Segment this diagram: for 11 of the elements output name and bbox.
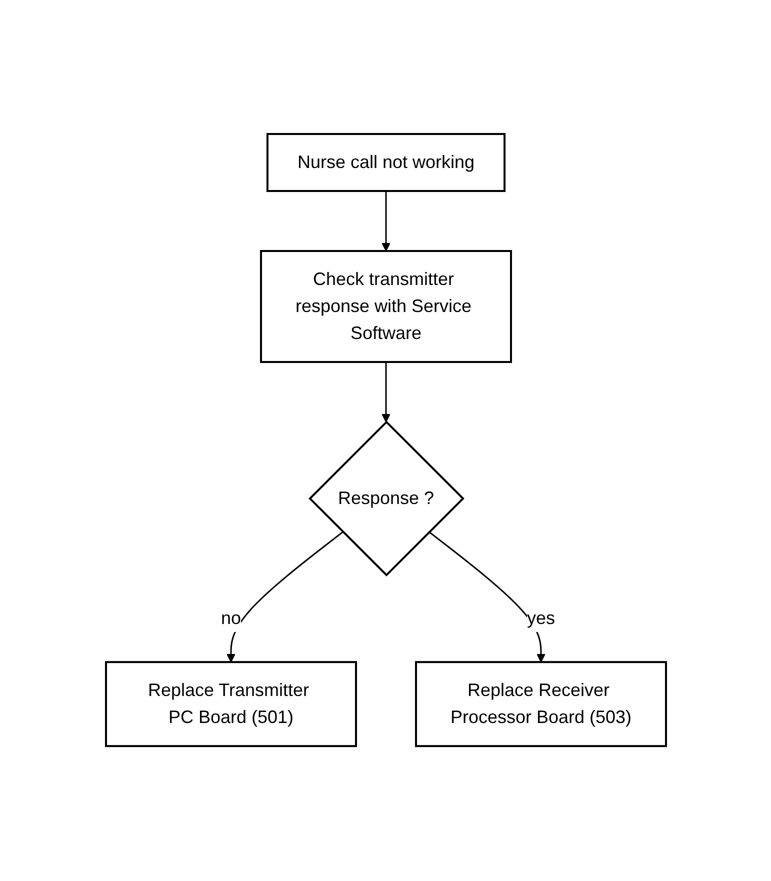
edge-label: no: [220, 608, 241, 629]
node-box: Check transmitter response with Service Software: [260, 250, 512, 364]
node-box: Replace Receiver Processor Board (503): [414, 662, 666, 748]
node-box: Nurse call not working: [266, 133, 506, 192]
node-box: Replace Transmitter PC Board (501): [104, 662, 356, 748]
node-diamond: Response ?: [308, 421, 464, 577]
arrow: [381, 191, 390, 252]
edge-label: yes: [526, 608, 555, 629]
arrow: [381, 362, 390, 423]
arrow: [428, 532, 545, 663]
arrow: [226, 532, 343, 663]
